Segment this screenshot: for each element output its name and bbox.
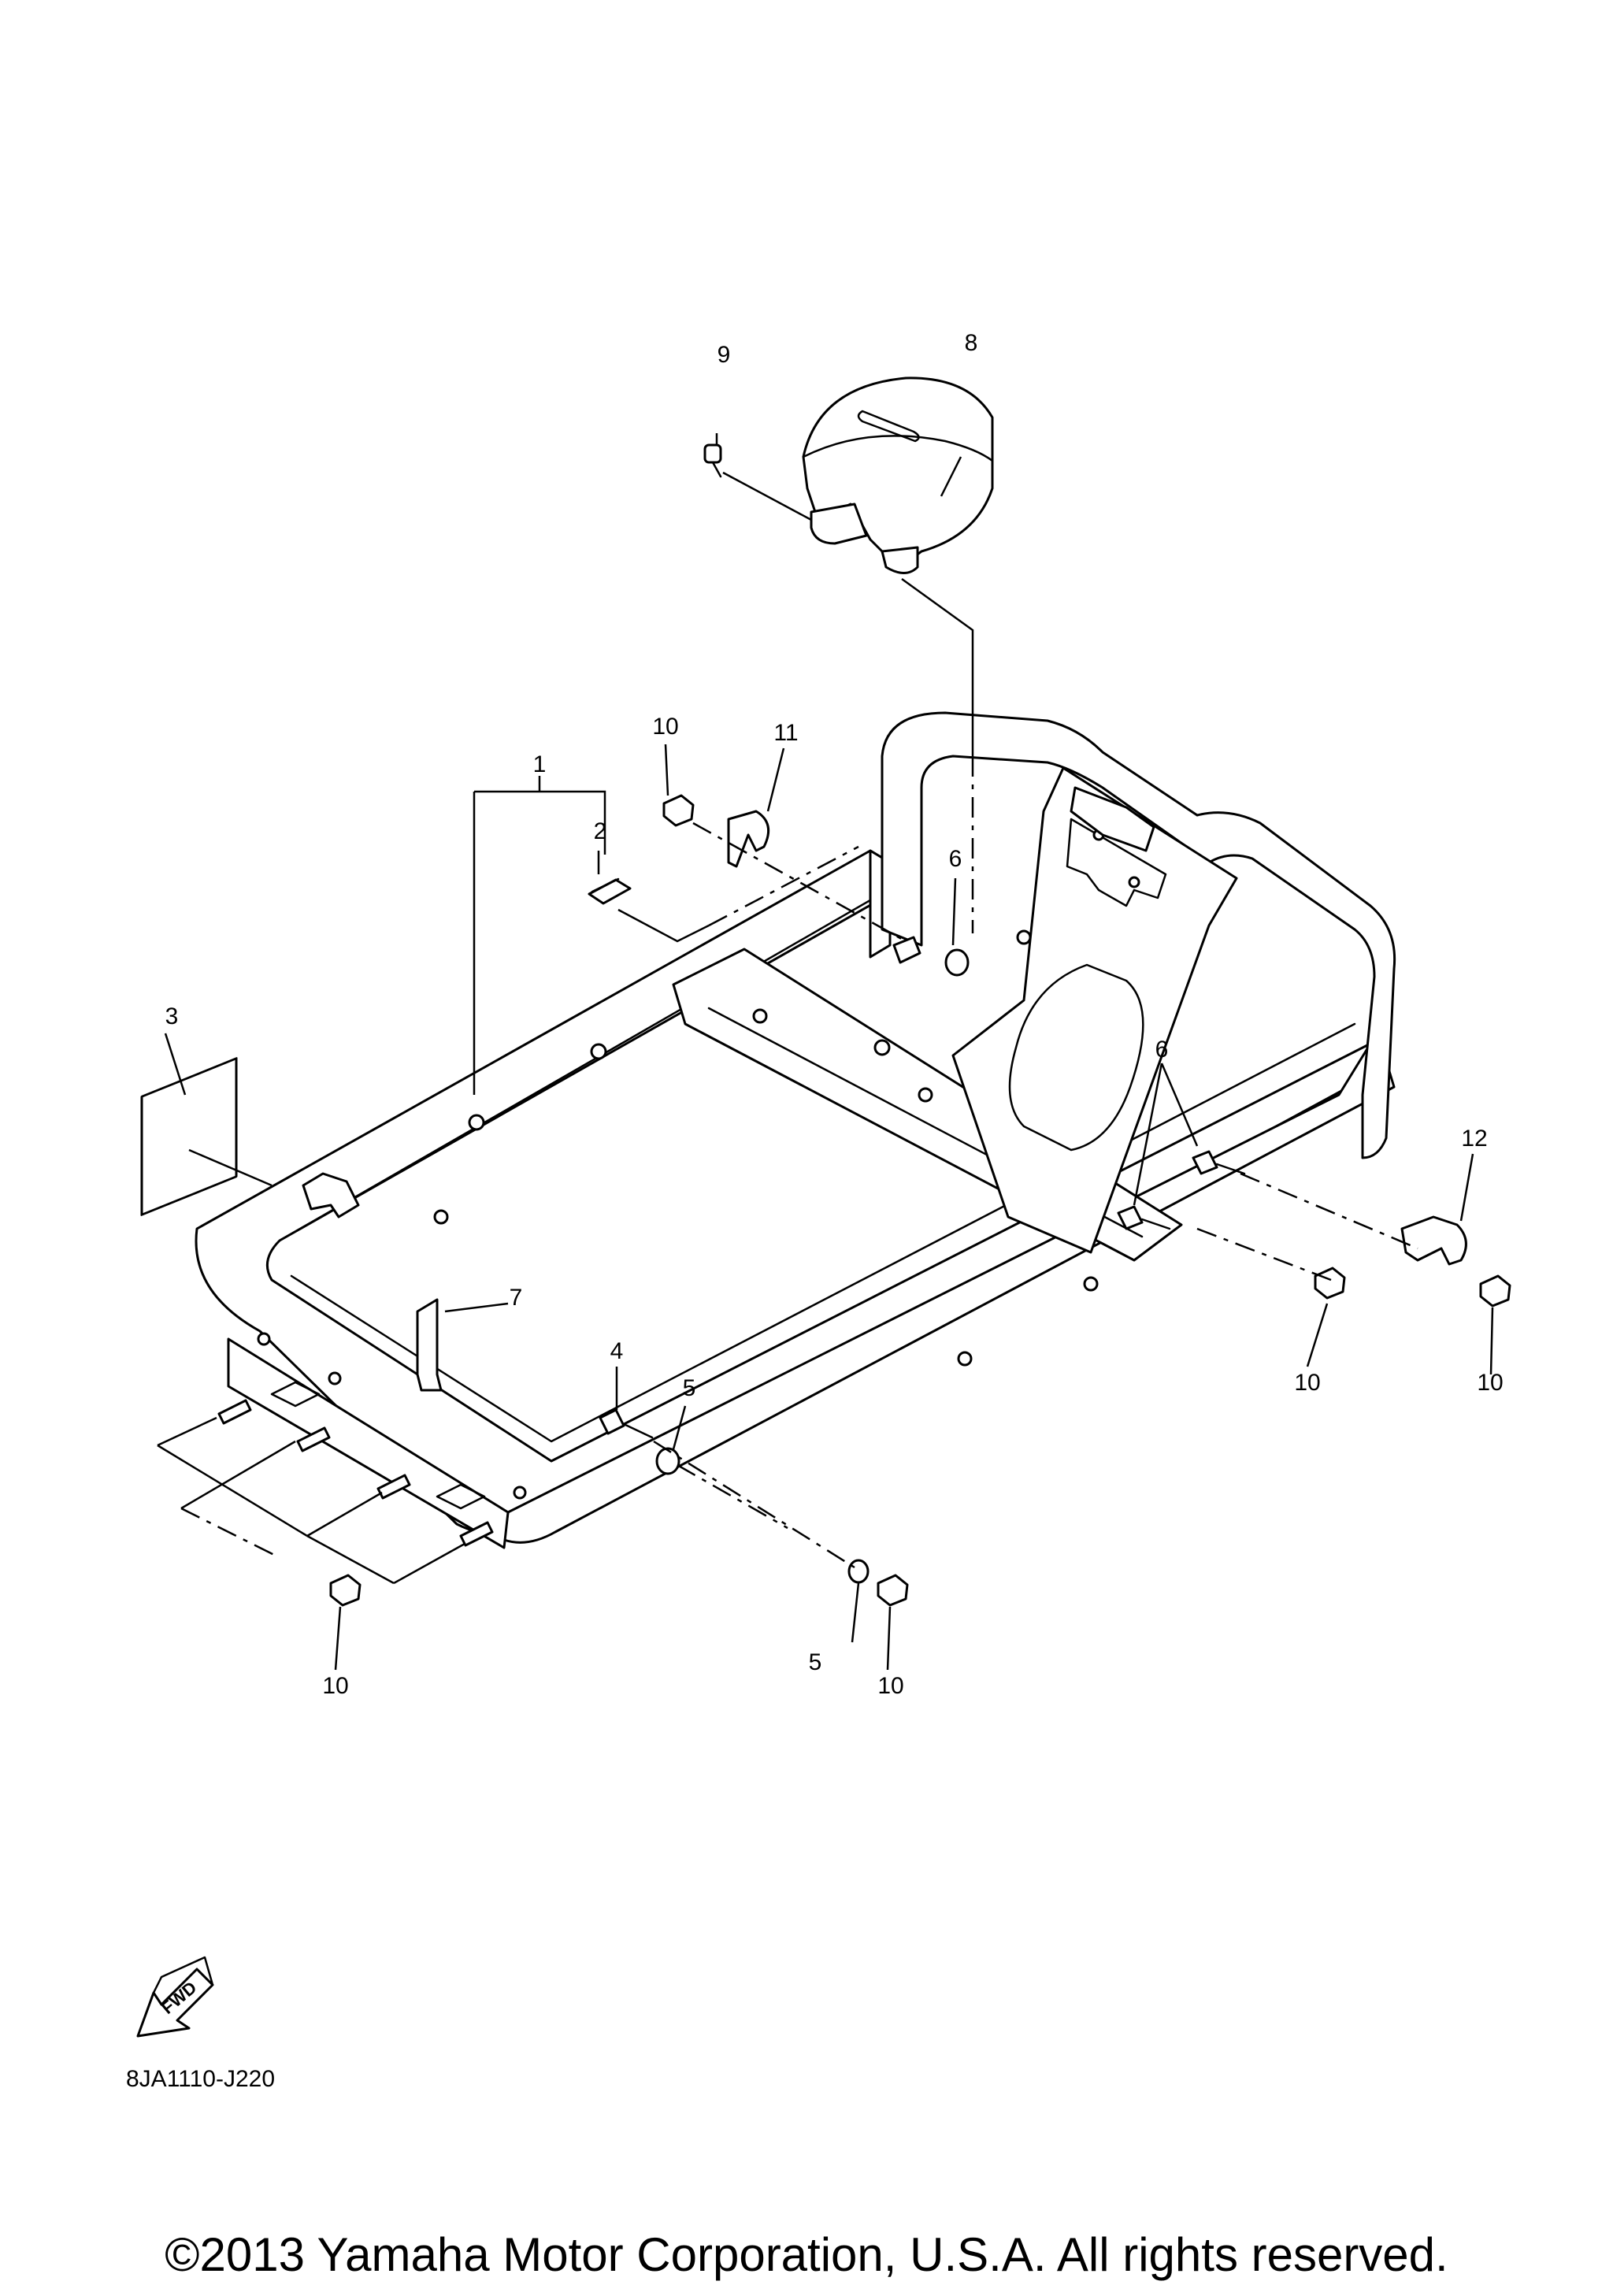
seat-back-cutout [1008,963,1144,1152]
stud-4 [459,1521,494,1547]
part-11-clip [727,810,770,868]
left-rail-bracket [302,1172,360,1218]
part-8-cover [802,376,994,574]
diagram-code: 8JA1110-J220 [126,2066,276,2092]
callout-6a: 6 [949,846,962,872]
cover-slot [857,410,920,443]
screw-head-9 [703,443,722,464]
rail-boss-1 [468,1114,485,1131]
callout-11: 11 [773,720,798,746]
grommet-edge [591,877,620,893]
part-2-grommet [588,877,632,905]
leader-lines [157,433,1494,1671]
rail-boss-6 [257,1332,271,1346]
copyright-notice: ©2013 Yamaha Motor Corporation, U.S.A. A… [165,2228,1448,2281]
cross-member-hole-2 [873,1039,891,1056]
screw-shank-9 [711,461,722,478]
part-9-screw [703,443,722,478]
cover-tab-left [810,503,868,545]
part-12-clip [1400,1215,1467,1266]
part-3-label [140,1057,238,1216]
rail-boss-2 [590,1043,607,1060]
bolt-6c-head [1117,1205,1144,1230]
bolt-6a [892,936,921,964]
seat-back-assembly [881,711,1396,1254]
callout-3: 3 [165,1003,179,1029]
assembly-lines [180,756,1418,1569]
rail-boss-8 [513,1486,527,1500]
bolt-6b-shank [1215,1163,1246,1175]
callout-8: 8 [965,330,978,356]
rail-boss-5 [957,1351,973,1367]
seat-back-bracket [1066,818,1167,907]
fwd-arrow-icon: FWD [136,1956,214,2038]
cover-top-edge [802,435,994,462]
callout-12: 12 [1461,1126,1487,1152]
bolt-6b-head [1192,1150,1218,1175]
callout-10d: 10 [322,1673,348,1699]
rail-boss-7 [328,1371,342,1385]
front-plate-slot-2 [436,1483,486,1510]
part-6-bolts [892,936,1246,1230]
callout-1: 1 [533,751,547,777]
nut-10b [1314,1267,1346,1300]
rail-boss-4 [1083,1276,1099,1292]
stud-3 [376,1474,411,1500]
callout-9: 9 [718,342,731,368]
stud-2 [296,1426,331,1452]
callout-2: 2 [594,818,607,844]
front-plate-slot-1 [270,1381,321,1408]
callout-10a: 10 [652,714,678,740]
bolt-4-head [599,1408,625,1435]
frame-assembly [195,849,1396,1549]
part-7-strap [416,1298,443,1392]
nut-10e [877,1574,909,1607]
cross-member-hole-1 [752,1008,768,1024]
bolt-6c-shank [1140,1218,1171,1230]
part-5-washer-a [655,1447,680,1475]
nut-10a [662,794,695,827]
callout-4: 4 [610,1338,624,1364]
bolt-4-shank [622,1422,654,1439]
stud-1 [217,1399,252,1425]
nut-10d [329,1574,362,1607]
front-studs [217,1399,494,1547]
part-10-nuts [329,794,1511,1607]
callout-6b: 6 [1155,1037,1169,1063]
cover-tab-right [881,546,919,574]
callout-5a: 5 [683,1375,696,1401]
callout-5b: 5 [809,1649,822,1675]
nut-10c [1479,1274,1511,1307]
part-4-bolt [599,1408,654,1439]
hoop-clamp [1070,786,1155,852]
part-5-washer-b [847,1559,870,1584]
cross-member-hole-3 [918,1087,933,1103]
callout-10c: 10 [1477,1370,1503,1396]
seat-back-panel [951,766,1238,1254]
seat-back-hole [1016,929,1032,945]
callout-numbers: 1 2 3 4 5 5 6 6 7 8 9 10 10 10 10 10 11 … [165,330,1504,1699]
rear-hoop [881,711,1396,1159]
washer-6a [944,948,970,977]
callout-10e: 10 [877,1673,903,1699]
rail-boss-3 [433,1209,449,1225]
seat-bracket-hole-2 [1128,876,1140,888]
callout-10b: 10 [1294,1370,1320,1396]
callout-7: 7 [510,1285,523,1311]
